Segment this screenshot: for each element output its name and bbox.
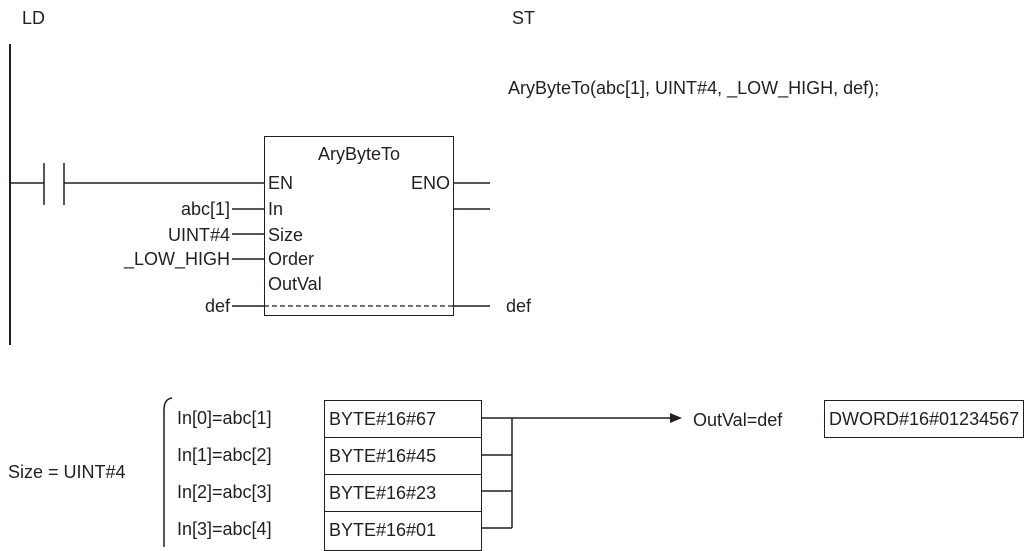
pin-en: EN	[268, 173, 294, 193]
function-block-name: AryByteTo	[317, 144, 401, 164]
in-row-label: In[0]=abc[1]	[177, 408, 272, 428]
ld-header: LD	[22, 8, 46, 28]
outval-result-value: DWORD#16#01234567	[824, 400, 1024, 438]
input-outval-label: def	[204, 296, 230, 316]
pin-outval: OutVal	[268, 274, 322, 294]
st-code: AryByteTo(abc[1], UINT#4, _LOW_HIGH, def…	[508, 78, 880, 98]
byte-value-cell: BYTE#16#23	[324, 474, 482, 512]
size-label: Size = UINT#4	[8, 462, 126, 482]
in-row-label: In[3]=abc[4]	[177, 519, 272, 539]
in-row-label: In[1]=abc[2]	[177, 445, 272, 465]
byte-value-cell: BYTE#16#67	[324, 400, 482, 438]
in-row-label: In[2]=abc[3]	[177, 482, 272, 502]
pin-order: Order	[268, 249, 315, 269]
pin-size: Size	[268, 225, 304, 245]
input-order-label: _LOW_HIGH	[123, 249, 230, 269]
function-block	[264, 136, 454, 316]
outval-result-label: OutVal=def	[693, 410, 783, 430]
byte-value-cell: BYTE#16#45	[324, 437, 482, 475]
pin-eno: ENO	[410, 173, 450, 193]
size-brace	[163, 397, 173, 547]
pin-in: In	[268, 199, 284, 219]
input-in-label: abc[1]	[180, 199, 230, 219]
output-outval-label: def	[506, 296, 532, 316]
arrow-head	[670, 413, 682, 423]
st-header: ST	[512, 8, 536, 28]
input-size-label: UINT#4	[167, 225, 230, 245]
byte-value-cell: BYTE#16#01	[324, 511, 482, 551]
